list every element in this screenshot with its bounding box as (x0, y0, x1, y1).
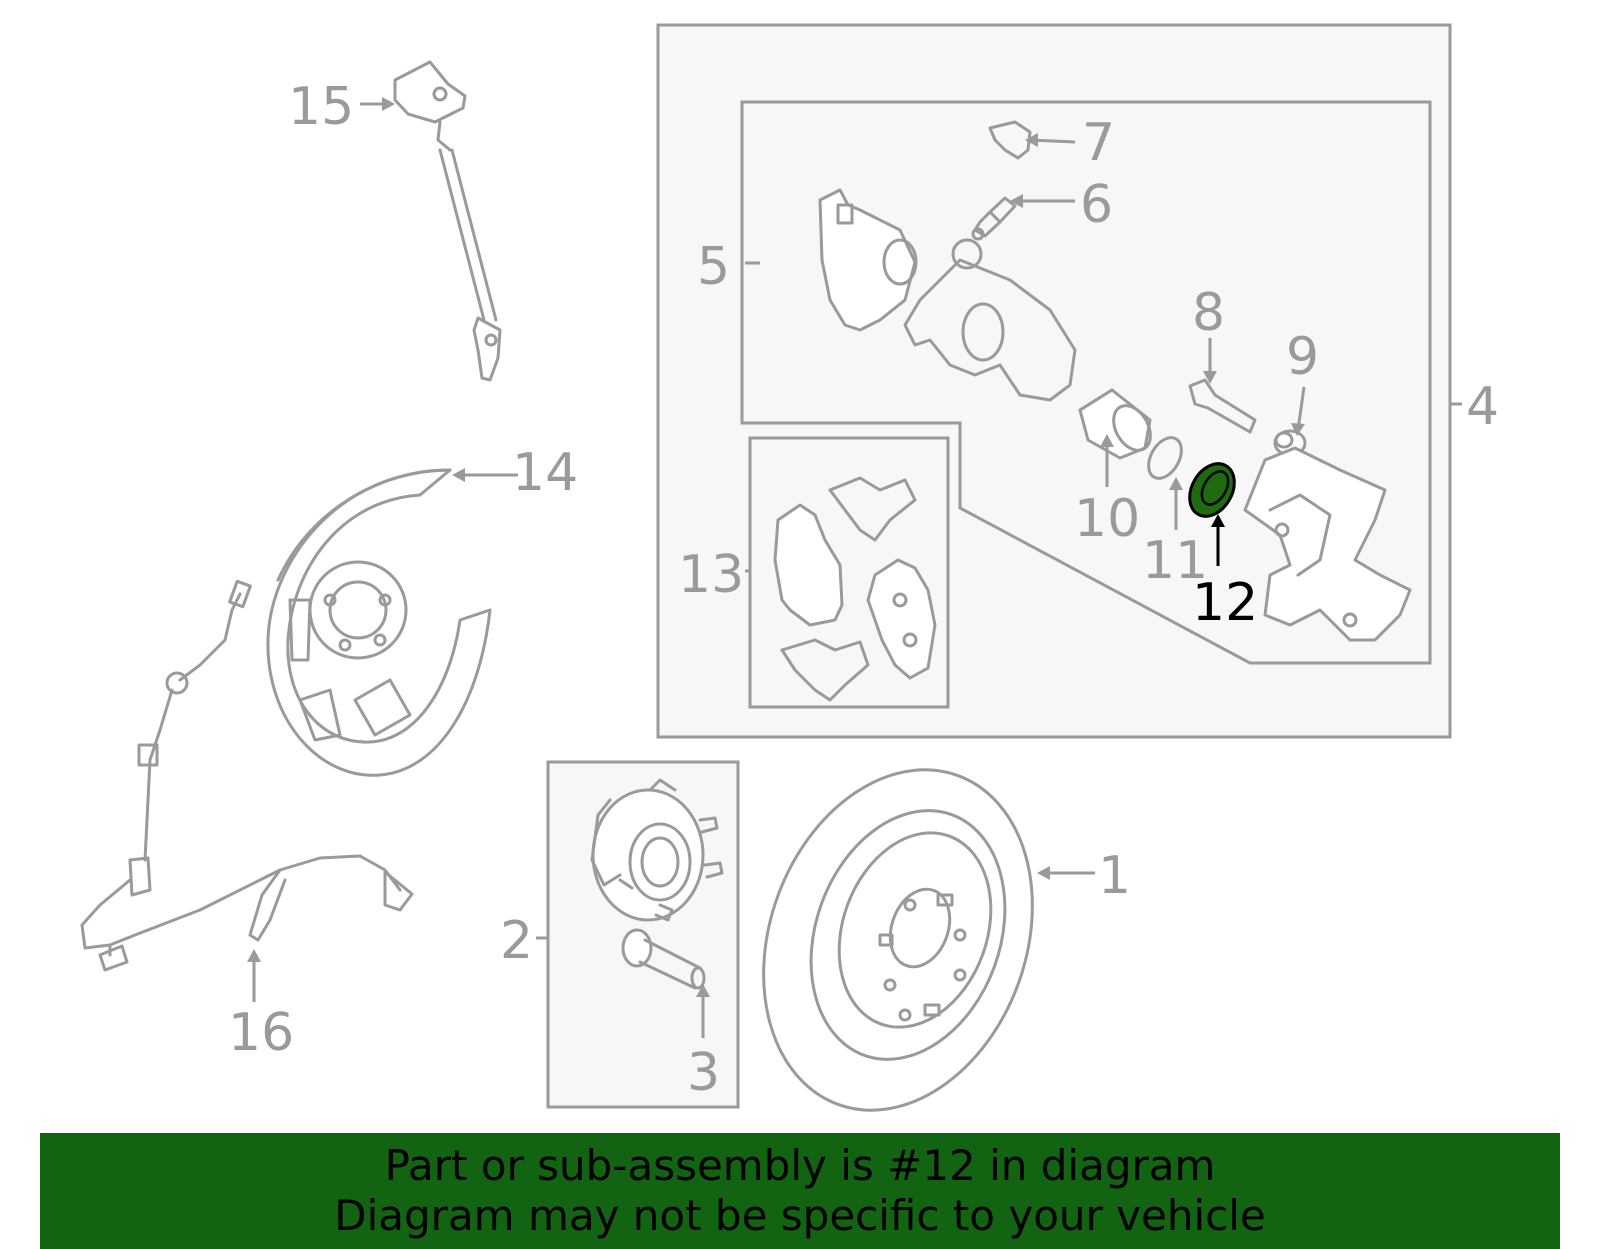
arrow-heads (247, 97, 1305, 997)
callout-1[interactable]: 1 (1098, 846, 1131, 906)
part-11-seal[interactable] (1142, 432, 1188, 484)
callout-13[interactable]: 13 (678, 545, 744, 605)
callout-16[interactable]: 16 (228, 1003, 294, 1063)
part-16-abs-harness[interactable] (80, 579, 414, 972)
callout-8[interactable]: 8 (1192, 283, 1225, 343)
part-3-wheel-stud[interactable] (621, 928, 706, 990)
caliper-subassembly-box (740, 100, 1432, 665)
part-5-caliper[interactable] (818, 188, 1077, 402)
callout-12[interactable]: 12 (1192, 573, 1258, 633)
callout-7[interactable]: 7 (1082, 113, 1115, 173)
part-12-boot[interactable] (1181, 456, 1244, 524)
part-2-hub[interactable] (590, 778, 724, 922)
part-8-guide-pin[interactable] (1188, 378, 1257, 434)
callout-5[interactable]: 5 (697, 237, 730, 297)
callout-6[interactable]: 6 (1080, 175, 1113, 235)
part-1-rotor[interactable] (718, 732, 1078, 1148)
part-14-dust-shield[interactable] (266, 468, 492, 777)
callout-4[interactable]: 4 (1466, 377, 1499, 437)
callout-10[interactable]: 10 (1074, 489, 1140, 549)
part-4-bracket[interactable] (1243, 446, 1412, 642)
part-13-pad-kit[interactable] (773, 476, 937, 702)
banner-line-2: Diagram may not be specific to your vehi… (334, 1191, 1266, 1240)
callout-2[interactable]: 2 (500, 911, 533, 971)
part-15-hose[interactable] (393, 60, 502, 382)
callout-9[interactable]: 9 (1286, 327, 1319, 387)
part-10-piston[interactable] (1078, 388, 1158, 460)
callout-15[interactable]: 15 (288, 77, 354, 137)
callout-11[interactable]: 11 (1142, 531, 1208, 591)
callout-labels: 15 14 5 7 6 8 9 10 11 12 4 13 2 3 1 16 (228, 77, 1499, 1103)
banner-line-1: Part or sub-assembly is #12 in diagram (384, 1141, 1216, 1190)
part-6-bleeder-screw[interactable] (971, 196, 1017, 241)
part-7-cap[interactable] (988, 120, 1032, 160)
callout-14[interactable]: 14 (512, 443, 578, 503)
callout-3[interactable]: 3 (687, 1043, 720, 1103)
info-banner: Part or sub-assembly is #12 in diagram D… (40, 1133, 1560, 1249)
